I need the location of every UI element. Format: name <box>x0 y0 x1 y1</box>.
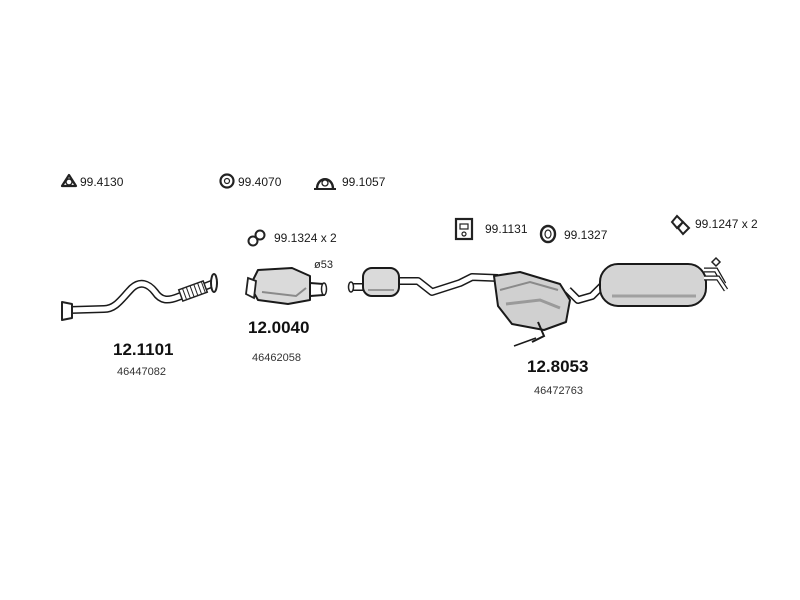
oval-rubber-ring-icon <box>539 224 557 244</box>
part-number-rear-silencer-assembly: 12.8053 <box>527 357 589 376</box>
accessory-code-99-4070: 99.4070 <box>238 175 282 189</box>
rear-silencer-assembly-drawing <box>347 256 729 347</box>
part-number-front-pipe: 12.1101 <box>113 340 174 359</box>
accessory-code-99-1057: 99.1057 <box>342 175 386 189</box>
round-gasket-icon <box>219 173 235 189</box>
oem-number-catalytic-converter: 46462058 <box>252 352 301 364</box>
rubber-hanger-block-icon <box>454 217 474 241</box>
catalytic-converter-drawing <box>245 267 328 305</box>
front-pipe-drawing <box>61 273 218 321</box>
double-ring-hanger-icon <box>247 229 266 247</box>
part-number-catalytic-converter: 12.0040 <box>248 318 310 337</box>
pipe-clamp-icon <box>314 178 336 190</box>
oem-number-rear-silencer-assembly: 46472763 <box>534 385 583 397</box>
accessory-code-99-1327: 99.1327 <box>564 228 608 242</box>
pipe-diameter-label: ø53 <box>314 259 333 271</box>
accessory-code-99-1247: 99.1247 x 2 <box>695 217 758 231</box>
accessory-code-99-1131: 99.1131 <box>485 222 528 236</box>
accessory-code-99-1324: 99.1324 x 2 <box>274 231 337 245</box>
triangular-flange-gasket-icon <box>60 173 78 188</box>
accessory-code-99-4130: 99.4130 <box>80 175 124 189</box>
rubber-mount-icon <box>670 214 691 236</box>
oem-number-front-pipe: 46447082 <box>117 366 166 378</box>
